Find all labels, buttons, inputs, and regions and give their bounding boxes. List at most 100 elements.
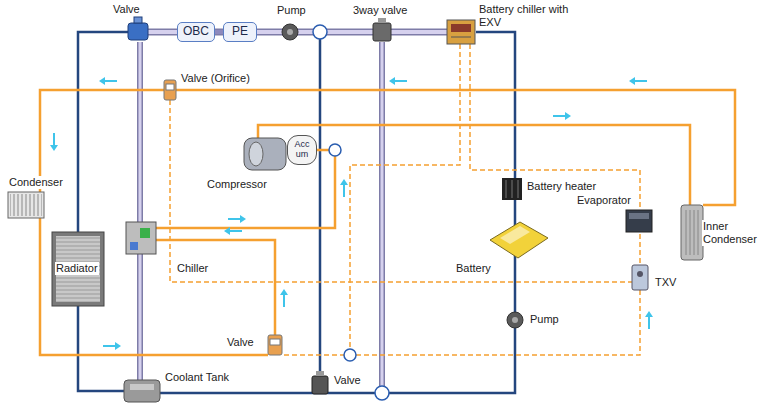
battery-chiller-icon <box>447 20 475 44</box>
coolant-line <box>319 32 322 393</box>
battery-icon <box>500 226 530 244</box>
orifice-valve-icon <box>164 80 176 100</box>
part-label: Battery heater <box>526 180 597 193</box>
radiator-icon <box>52 232 104 306</box>
pump-icon <box>507 312 523 328</box>
part-label: Valve (Orifice) <box>180 72 251 85</box>
part-label: Valve <box>226 336 255 349</box>
coolant-pipe <box>139 42 142 380</box>
part-label: Valve <box>112 3 141 16</box>
flow-arrow <box>240 215 246 223</box>
valve-icon <box>128 23 148 40</box>
flow-arrow <box>50 77 653 350</box>
valve-icon <box>128 17 148 40</box>
coolant-line <box>160 32 515 393</box>
flow-arrow <box>565 112 571 120</box>
battery-chiller-icon <box>451 37 471 38</box>
pump-icon <box>507 312 523 328</box>
flow-arrow <box>53 133 55 147</box>
compressor-icon <box>249 142 263 166</box>
coolant-tank-icon <box>124 380 160 402</box>
flow-arrow <box>343 183 345 197</box>
orifice-valve-icon <box>164 80 176 100</box>
coolant-connector <box>215 30 223 34</box>
flow-arrow <box>228 230 242 232</box>
part-label: Evaporator <box>576 194 632 207</box>
flow-arrow <box>393 80 407 82</box>
txv-icon <box>632 265 648 290</box>
control-line <box>170 100 632 282</box>
coolant-line <box>78 32 130 391</box>
battery-heater-icon <box>502 178 522 200</box>
part-label: Chiller <box>176 262 209 275</box>
pump-icon <box>282 24 298 40</box>
control-line <box>470 44 640 265</box>
refrigerant-line <box>154 156 335 228</box>
flow-arrow <box>389 77 395 85</box>
condenser-icon <box>8 192 44 218</box>
txv-icon <box>632 265 648 290</box>
junction-circle <box>313 25 327 39</box>
flow-arrow <box>283 293 285 307</box>
inner-condenser-icon <box>681 205 703 260</box>
pump-icon <box>287 29 293 35</box>
flow-arrow <box>633 80 647 82</box>
refrigerant-line <box>154 240 275 335</box>
flow-arrow <box>645 311 653 317</box>
flow-arrow <box>224 227 230 235</box>
radiator-icon <box>56 236 100 302</box>
valve-icon <box>268 335 282 355</box>
flow-arrow <box>99 77 105 85</box>
valve-icon <box>268 335 282 355</box>
node-text: Acc um <box>288 140 316 160</box>
part-label: TXV <box>654 276 677 289</box>
chiller-icon <box>140 228 150 238</box>
valve-icon <box>312 376 328 394</box>
control-line <box>170 44 640 355</box>
inner-condenser-icon <box>685 210 699 255</box>
battery-heater-icon <box>502 178 522 200</box>
flow-arrow <box>648 315 650 329</box>
orifice-valve-icon <box>166 84 174 90</box>
coolant-pipe <box>137 42 143 380</box>
compressor-icon <box>244 138 286 170</box>
pump-icon <box>512 317 518 323</box>
condenser-icon <box>10 194 42 216</box>
battery-icon <box>490 222 548 258</box>
flow-arrow <box>280 289 288 295</box>
evaporator-icon <box>626 210 652 232</box>
part-label: Pump <box>529 313 560 326</box>
inner-condenser-icon <box>681 205 703 260</box>
node-text: OBC <box>183 25 209 38</box>
flow-arrow <box>553 115 567 117</box>
valve-icon <box>316 371 324 376</box>
part-label: Inner Condenser <box>702 220 760 246</box>
battery-chiller-icon <box>447 20 475 44</box>
valve-icon <box>312 371 328 394</box>
part-label: Pump <box>276 4 307 17</box>
part-label: Compressor <box>206 178 268 191</box>
junction-circle <box>344 349 356 361</box>
battery-heater-icon <box>518 180 519 198</box>
refrigerant-line <box>40 90 735 355</box>
flow-arrow <box>115 342 121 350</box>
flow-arrow <box>629 77 635 85</box>
part-label: Condenser <box>8 176 64 189</box>
chiller-icon <box>126 222 156 254</box>
refrigerant-line <box>258 125 690 205</box>
junction-circle <box>375 386 389 400</box>
evaporator-icon <box>629 213 649 219</box>
refrigerant-line <box>40 90 735 355</box>
part-label: Coolant Tank <box>164 371 230 384</box>
coolant-pipe <box>138 32 448 393</box>
part-label: 3way valve <box>352 4 408 17</box>
chiller-icon <box>130 242 138 250</box>
coolant-line <box>78 32 515 393</box>
valve-icon <box>134 17 142 23</box>
battery-heater-icon <box>506 180 507 198</box>
component-box: PE <box>223 22 257 42</box>
part-label: Radiator <box>55 262 99 275</box>
flow-arrow <box>103 80 117 82</box>
control-line <box>282 290 640 355</box>
